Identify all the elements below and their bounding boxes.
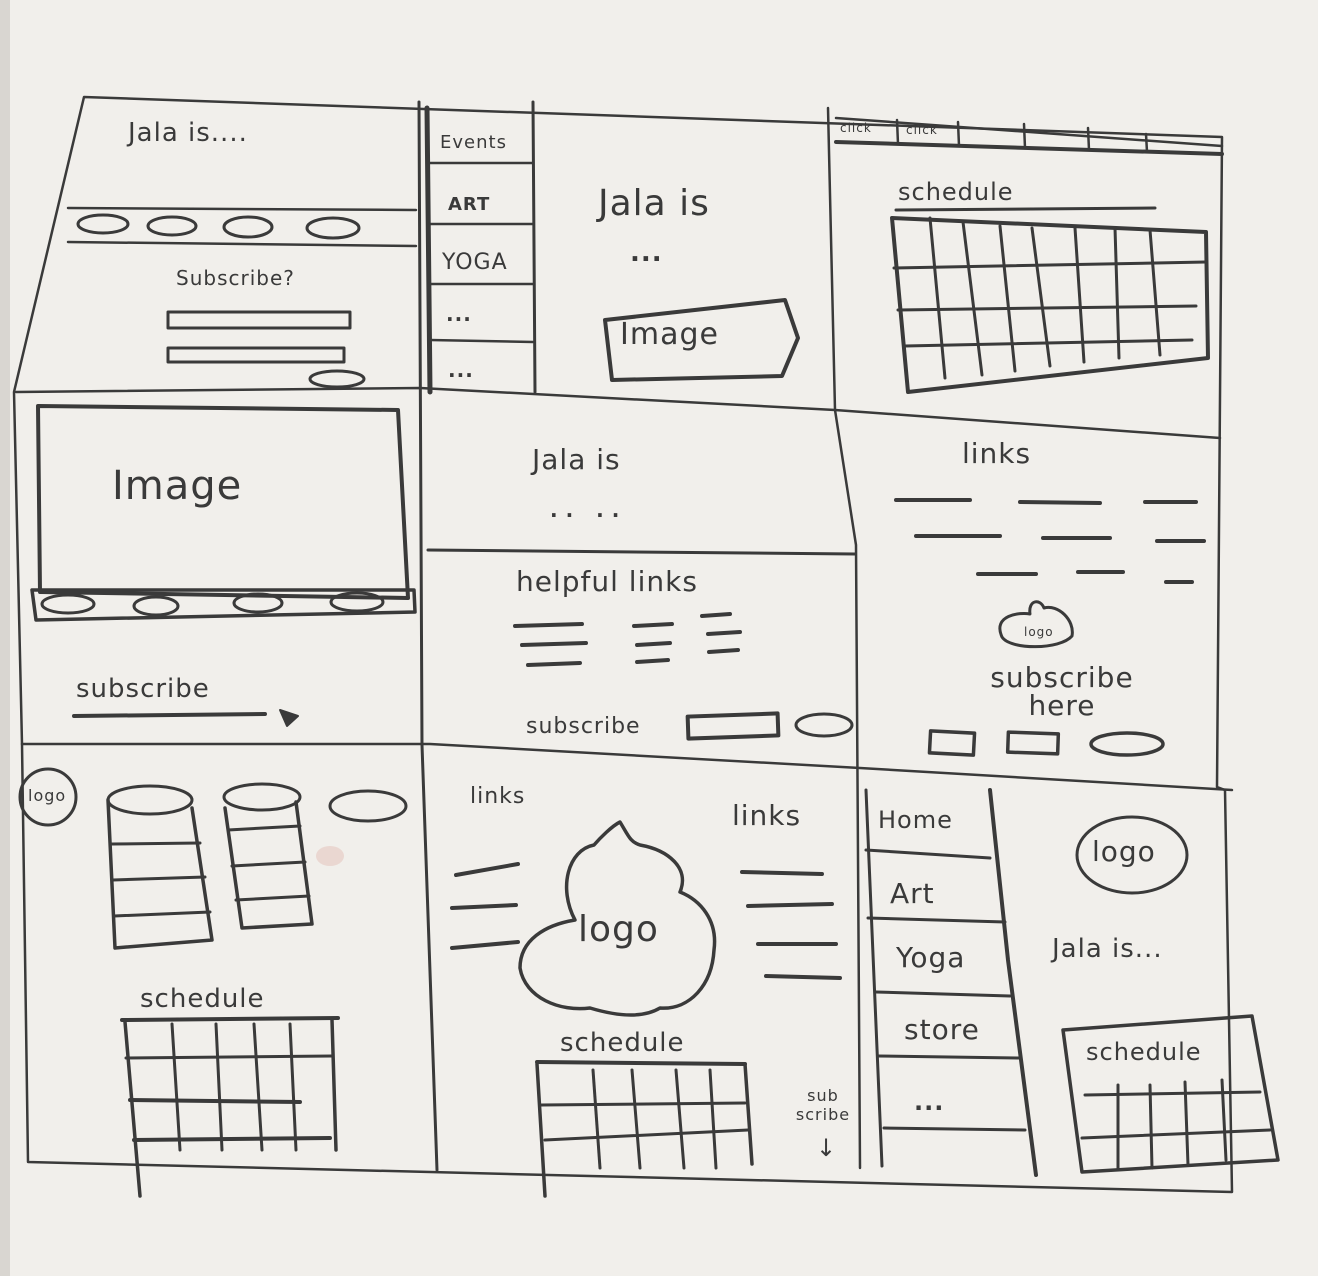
sketch-5-links-label: helpful links <box>516 565 698 598</box>
sketch-1 <box>66 206 418 389</box>
sketch-9 <box>864 788 1280 1177</box>
sketch-2-nav-item: ... <box>446 302 472 326</box>
sketch-9-nav-item[interactable]: Art <box>890 877 935 910</box>
sketch-6-links-label: links <box>962 437 1032 470</box>
sketch-2-ellipsis: ... <box>630 238 663 268</box>
sketch-9-logo-label: logo <box>1092 835 1156 868</box>
sketch-6-logo-label: logo <box>1024 625 1054 639</box>
sketch-6-subscribe-label[interactable]: subscribe here <box>990 661 1134 722</box>
sketch-7-logo-label: logo <box>28 786 67 805</box>
sketch-9-heading: Jala is... <box>1052 934 1163 964</box>
sketch-3-tab[interactable]: click <box>906 123 938 137</box>
sketch-2-nav-item: ... <box>448 358 474 382</box>
grid-divider-v2 <box>826 106 862 1170</box>
grid-divider-h1 <box>14 386 1222 440</box>
sketch-8-schedule-label: schedule <box>560 1028 685 1058</box>
sketch-4-image-label: Image <box>112 463 243 509</box>
grid-divider-h2 <box>20 742 1234 792</box>
sketch-3-schedule-label: schedule <box>898 178 1014 206</box>
sketch-2-nav-item: YOGA <box>442 250 508 275</box>
sketch-5-heading: Jala is <box>532 443 621 476</box>
sketch-5-subscribe-label[interactable]: subscribe <box>526 714 641 739</box>
sketch-9-nav-item[interactable]: ... <box>914 1088 945 1116</box>
sketch-2-heading: Jala is <box>598 183 710 224</box>
sketch-8-subscribe-label[interactable]: sub scribe <box>795 1086 851 1125</box>
sketch-5-ellipsis: .. .. <box>550 498 628 522</box>
sketch-9-nav-item[interactable]: store <box>904 1013 980 1046</box>
sketch-3 <box>834 116 1224 394</box>
sketch-2-image-label: Image <box>620 317 719 352</box>
grid-outer-frame <box>12 95 1234 1194</box>
smudge <box>316 846 344 866</box>
sketch-8 <box>450 820 842 1198</box>
sketch-7-schedule-label: schedule <box>140 984 265 1014</box>
sketch-4-subscribe-label[interactable]: subscribe <box>76 674 210 704</box>
sketch-9-nav-item[interactable]: Home <box>878 806 953 834</box>
sketch-4 <box>30 404 417 727</box>
sketch-1-heading: Jala is.... <box>128 118 248 148</box>
sketch-6 <box>894 498 1206 757</box>
sketch-7 <box>18 767 408 1198</box>
sketch-5 <box>426 548 857 741</box>
sketch-8-right-links-label: links <box>732 799 802 832</box>
sketch-2-nav-item: ART <box>448 194 491 215</box>
paper-shadow <box>0 0 10 1276</box>
sketch-9-nav-item[interactable]: Yoga <box>896 941 966 974</box>
sketch-2-nav-item: Events <box>440 132 507 153</box>
sketch-2 <box>424 100 800 395</box>
sketch-8-logo-label: logo <box>578 909 659 950</box>
sketch-8-left-links-label: links <box>470 784 526 809</box>
sketch-8-arrow: ↓ <box>816 1134 838 1162</box>
sketch-1-subscribe-prompt: Subscribe? <box>176 266 295 290</box>
sketch-3-tab[interactable]: click <box>840 121 872 135</box>
sketch-9-schedule-label: schedule <box>1086 1038 1202 1066</box>
